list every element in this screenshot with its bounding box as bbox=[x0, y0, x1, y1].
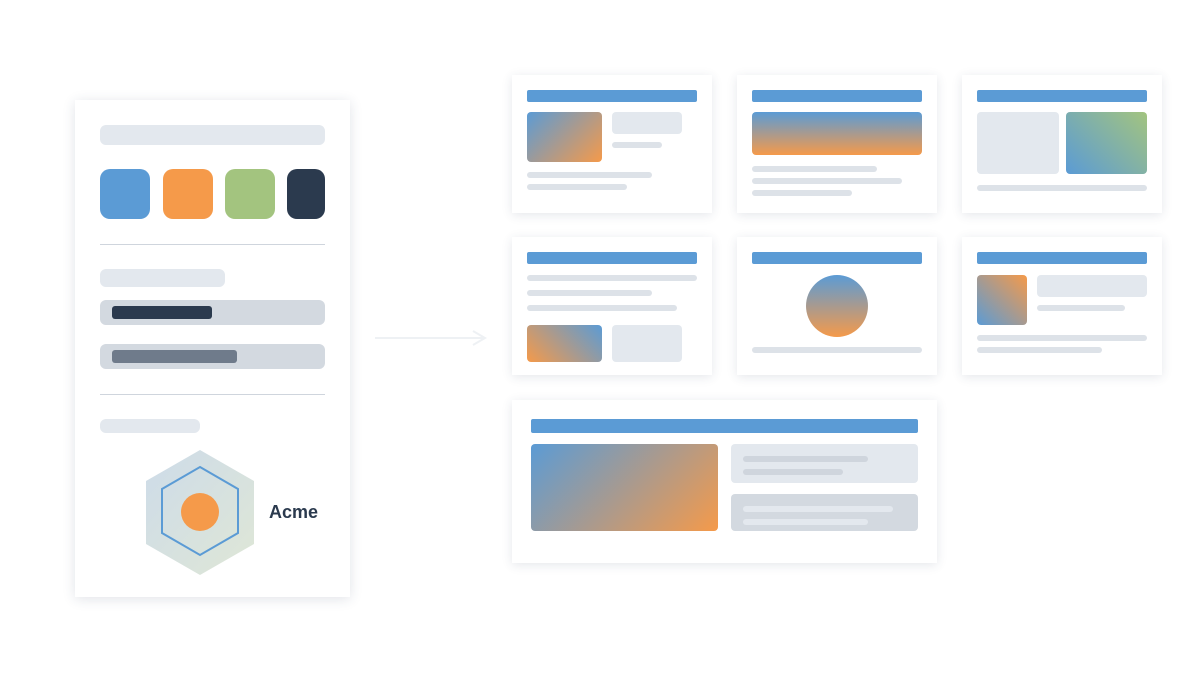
card-image bbox=[531, 444, 718, 531]
card-text-line bbox=[752, 347, 922, 353]
card-text-block bbox=[1037, 275, 1147, 297]
logo-heading-placeholder bbox=[100, 419, 200, 433]
template-card[interactable] bbox=[962, 75, 1162, 213]
card-text-line bbox=[1037, 305, 1125, 311]
card-avatar-image bbox=[806, 275, 868, 337]
card-text-line bbox=[527, 305, 677, 311]
card-header-bar bbox=[752, 252, 922, 264]
card-header-bar bbox=[752, 90, 922, 102]
template-card[interactable] bbox=[737, 75, 937, 213]
card-text-line bbox=[752, 178, 902, 184]
color-swatch-green[interactable] bbox=[225, 169, 275, 219]
hexagon-logo-icon bbox=[146, 450, 254, 575]
brand-name: Acme bbox=[269, 502, 319, 522]
card-header-bar bbox=[531, 419, 918, 433]
card-header-bar bbox=[977, 90, 1147, 102]
brand-kit-panel: Acme bbox=[75, 100, 350, 597]
card-text-block bbox=[731, 494, 918, 531]
color-swatch-navy[interactable] bbox=[287, 169, 325, 219]
card-text-line bbox=[527, 184, 627, 190]
card-header-bar bbox=[527, 90, 697, 102]
card-text-block bbox=[731, 444, 918, 483]
font-sample-regular bbox=[112, 350, 237, 363]
card-text-block bbox=[977, 112, 1059, 174]
card-image bbox=[977, 275, 1027, 325]
card-text-line bbox=[977, 185, 1147, 191]
section-divider bbox=[100, 244, 325, 245]
color-swatch-blue[interactable] bbox=[100, 169, 150, 219]
template-card[interactable] bbox=[512, 75, 712, 213]
card-text-line bbox=[743, 506, 893, 512]
font-option-body[interactable] bbox=[100, 344, 325, 369]
card-text-line bbox=[977, 335, 1147, 341]
card-image bbox=[527, 112, 602, 162]
card-text-line bbox=[752, 166, 877, 172]
font-option-heading[interactable] bbox=[100, 300, 325, 325]
card-text-line bbox=[527, 290, 652, 296]
card-text-block bbox=[612, 325, 682, 362]
template-card[interactable] bbox=[962, 237, 1162, 375]
card-text-line bbox=[743, 469, 843, 475]
card-text-line bbox=[977, 347, 1102, 353]
card-header-bar bbox=[977, 252, 1147, 264]
card-image bbox=[1066, 112, 1147, 174]
card-text-line bbox=[527, 172, 652, 178]
template-card[interactable] bbox=[512, 237, 712, 375]
template-card-wide[interactable] bbox=[512, 400, 937, 563]
card-text-line bbox=[743, 519, 868, 525]
card-text-line bbox=[752, 190, 852, 196]
fonts-heading-placeholder bbox=[100, 269, 225, 287]
panel-title-placeholder bbox=[100, 125, 325, 145]
card-text-line bbox=[743, 456, 868, 462]
card-header-bar bbox=[527, 252, 697, 264]
card-image bbox=[527, 325, 602, 362]
section-divider bbox=[100, 394, 325, 395]
template-card[interactable] bbox=[737, 237, 937, 375]
card-text-block bbox=[612, 112, 682, 134]
color-swatch-orange[interactable] bbox=[163, 169, 213, 219]
card-text-line bbox=[612, 142, 662, 148]
card-image bbox=[752, 112, 922, 155]
card-text-line bbox=[527, 275, 697, 281]
arrow-right-icon bbox=[375, 330, 487, 346]
font-sample-bold bbox=[112, 306, 212, 319]
